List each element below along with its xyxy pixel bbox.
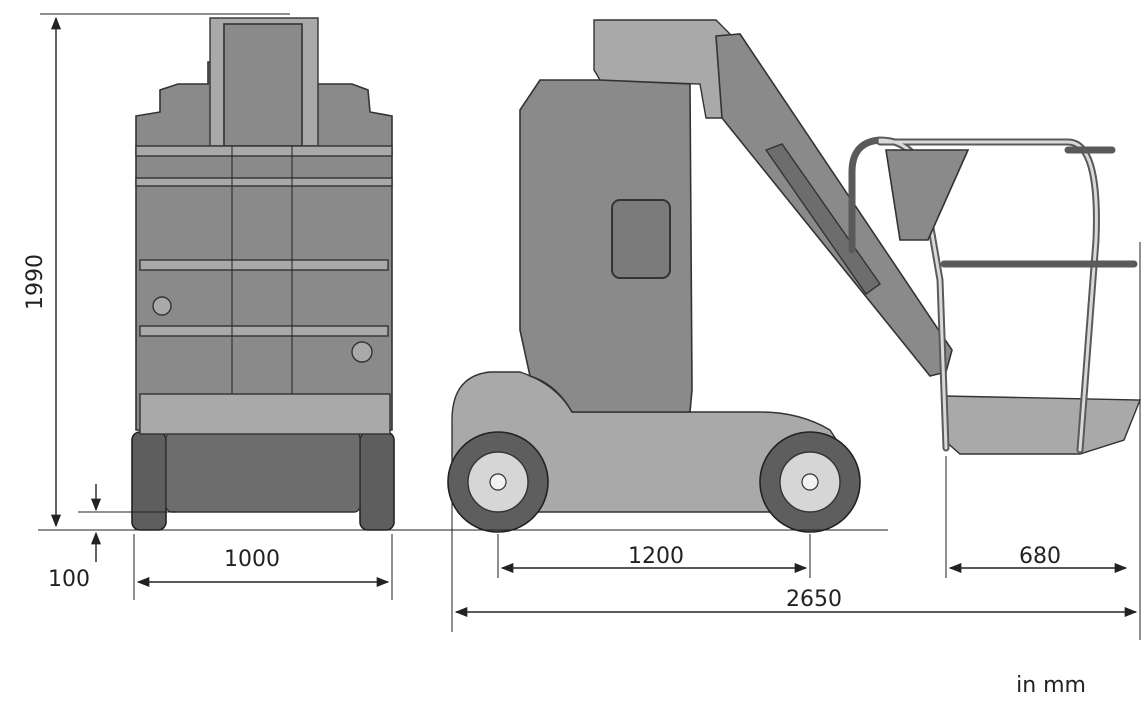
dimension-length-total: 2650: [451, 242, 1141, 640]
side-view-front-wheel: [759, 431, 861, 533]
dimension-width-label: 1000: [224, 547, 280, 572]
front-view-detail-left: [152, 296, 172, 316]
dimension-height-total-label: 1990: [23, 254, 48, 310]
side-view-control-box: [885, 149, 970, 241]
front-view-base-plate: [139, 393, 391, 435]
front-view-bar-2: [135, 177, 393, 187]
side-view-platform-floor: [943, 395, 1142, 455]
front-view-detail-right: [351, 341, 373, 363]
front-view-mast-inner: [223, 23, 303, 147]
dimension-length-total-label: 2650: [786, 587, 842, 612]
side-view-rear-wheel: [447, 431, 549, 533]
front-view-bar-3: [139, 259, 389, 271]
dimension-wheelbase: 1200: [497, 534, 811, 578]
dimension-platform-overhang-label: 680: [1019, 544, 1061, 569]
dimension-platform-overhang: 680: [945, 456, 1128, 578]
dimension-ground-clearance-label: 100: [48, 567, 90, 592]
dimension-height-total: 1990: [23, 13, 290, 528]
front-view-chassis: [165, 431, 361, 513]
side-view-machine: [447, 19, 1142, 533]
dimension-width: 1000: [133, 534, 393, 600]
front-view-right-wheel: [359, 431, 395, 531]
dimension-wheelbase-label: 1200: [628, 544, 684, 569]
front-view-bar-1: [135, 145, 393, 157]
side-view-cylinder: [764, 143, 881, 295]
unit-note: in mm: [1016, 673, 1086, 698]
front-view-bar-4: [139, 325, 389, 337]
dimension-ground-clearance: 100: [48, 484, 102, 592]
side-view-window: [611, 199, 671, 279]
side-view-mast-head: [593, 19, 731, 119]
front-view-left-wheel: [131, 431, 167, 531]
front-view-machine: [131, 17, 395, 531]
